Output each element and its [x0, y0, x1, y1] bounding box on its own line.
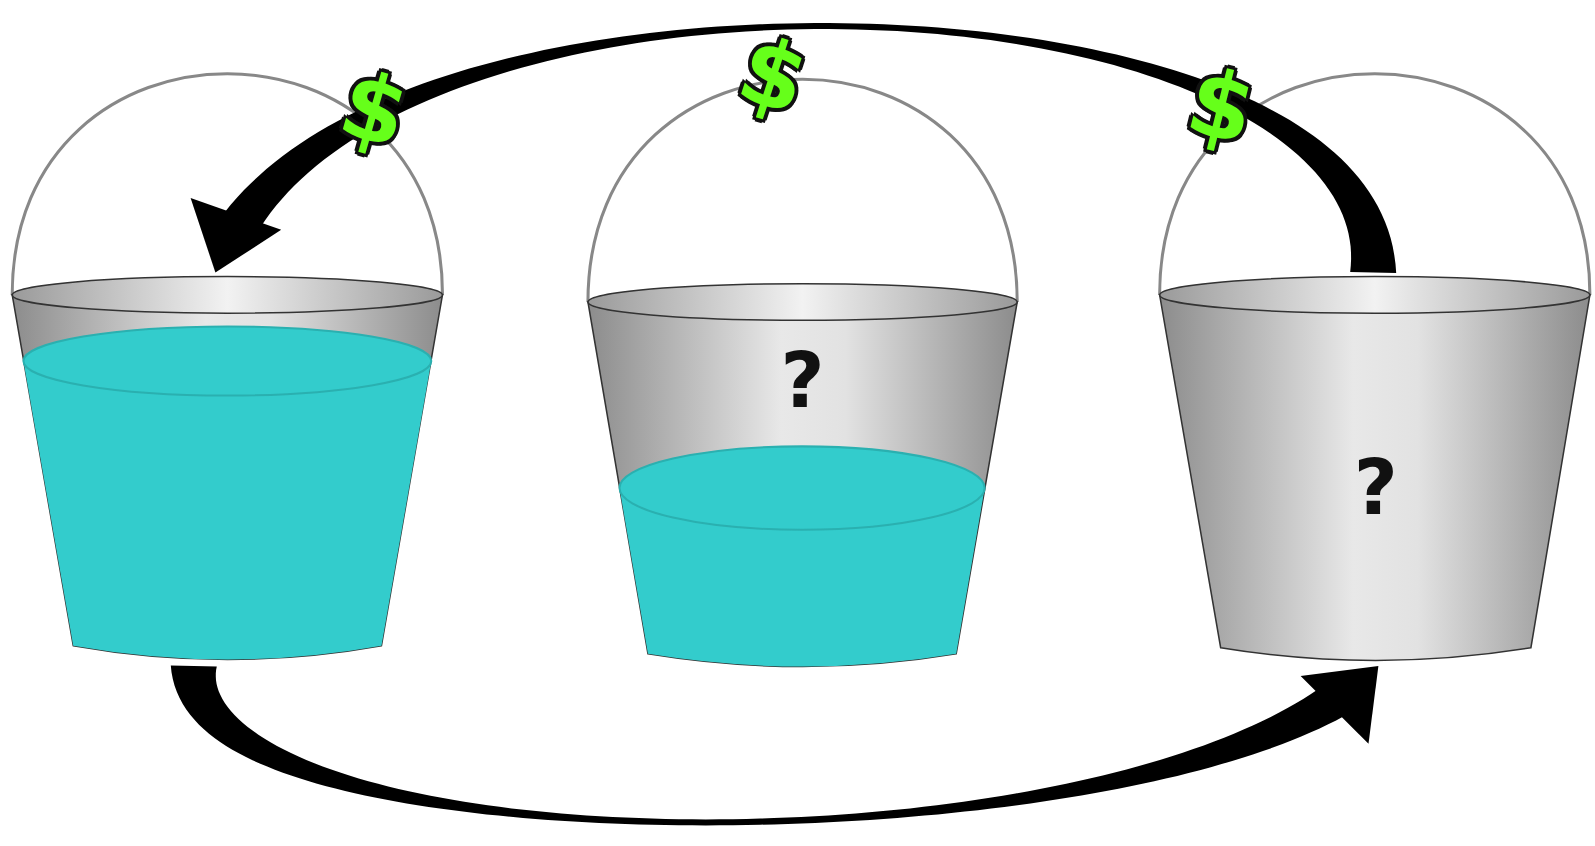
water-surface [23, 326, 431, 395]
bucket-node: ? [1160, 273, 1592, 667]
dollar-sign: $ [330, 53, 419, 167]
bucket-handle [588, 79, 1017, 302]
water-surface [619, 446, 984, 529]
dollar-sign: $ [727, 19, 819, 134]
bucket-body [588, 302, 1017, 667]
bucket-node [12, 273, 444, 667]
bucket-body [12, 295, 442, 660]
bucket-rim [12, 277, 442, 314]
bucket-rim [588, 284, 1017, 321]
water [23, 361, 431, 659]
bucket-rim [1160, 277, 1590, 314]
arrow-head [191, 198, 282, 272]
flow-arrow [171, 665, 1379, 825]
bucket-node: ? [588, 280, 1017, 666]
question-mark: ? [1160, 443, 1592, 533]
arrow-head [1301, 666, 1379, 744]
question-mark: ? [588, 336, 1017, 426]
dollar-sign: $ [1178, 51, 1264, 164]
arrow-shaft [171, 665, 1360, 825]
